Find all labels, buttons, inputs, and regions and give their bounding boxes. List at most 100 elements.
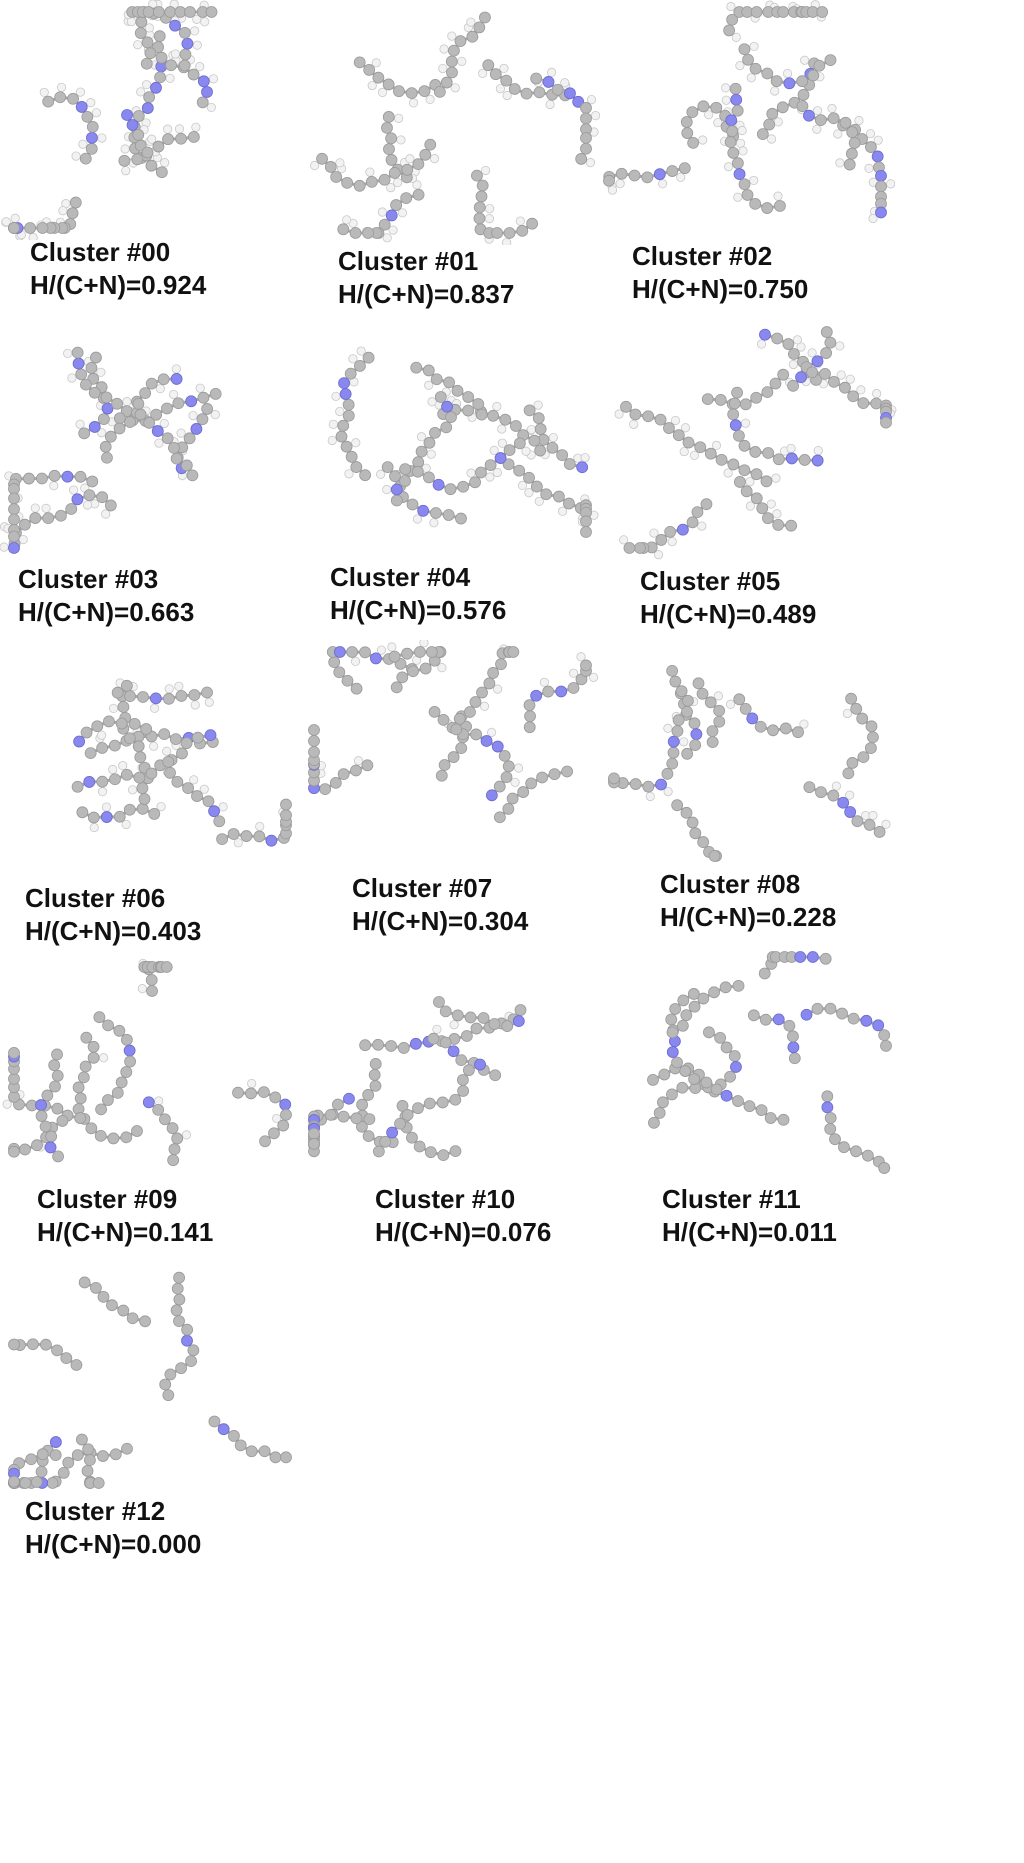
- cluster-07: Cluster #07 H/(C+N)=0.304: [300, 640, 600, 945]
- carbon-atom: [491, 227, 503, 239]
- nitrogen-atom: [787, 1041, 800, 1054]
- carbon-atom: [123, 803, 136, 816]
- hydrogen-atom: [731, 32, 741, 42]
- nitrogen-atom: [783, 77, 796, 90]
- carbon-atom: [354, 360, 366, 372]
- hydrogen-atom: [447, 31, 457, 41]
- carbon-atom: [117, 701, 130, 713]
- carbon-atom: [672, 714, 685, 727]
- hydrogen-atom: [812, 124, 822, 134]
- carbon-atom: [847, 1012, 860, 1025]
- hydrogen-atom: [353, 756, 364, 766]
- nitrogen-atom: [746, 712, 759, 725]
- carbon-atom: [77, 1071, 90, 1084]
- hydrogen-atom: [97, 428, 107, 438]
- carbon-atom: [372, 1145, 385, 1158]
- hydrogen-atom: [133, 40, 143, 50]
- carbon-atom: [449, 1093, 462, 1106]
- carbon-atom: [701, 393, 714, 406]
- carbon-atom: [168, 441, 180, 454]
- carbon-atom: [78, 1276, 91, 1289]
- hydrogen-atom: [749, 175, 759, 186]
- hydrogen-atom: [711, 440, 722, 450]
- carbon-atom: [46, 1477, 59, 1489]
- nitrogen-atom: [875, 206, 887, 219]
- carbon-atom: [92, 1477, 105, 1489]
- carbon-atom: [499, 413, 512, 426]
- carbon-atom: [93, 1011, 106, 1024]
- carbon-atom: [742, 53, 754, 66]
- carbon-atom: [176, 747, 188, 760]
- hydrogen-atom: [89, 822, 99, 833]
- carbon-atom: [390, 199, 403, 211]
- carbon-atom: [363, 64, 376, 76]
- carbon-atom: [692, 677, 705, 690]
- carbon-atom: [202, 795, 215, 808]
- hydrogen-atom: [163, 124, 173, 134]
- nitrogen-atom: [88, 421, 101, 433]
- carbon-atom: [361, 759, 374, 772]
- carbon-atom: [145, 159, 158, 172]
- carbon-atom: [90, 351, 102, 364]
- carbon-atom: [96, 775, 109, 788]
- carbon-atom: [687, 136, 700, 149]
- carbon-atom: [828, 375, 840, 388]
- carbon-atom: [839, 381, 851, 394]
- carbon-atom: [227, 828, 240, 840]
- nitrogen-atom: [871, 150, 884, 163]
- carbon-atom: [259, 1135, 271, 1148]
- carbon-atom: [689, 827, 702, 840]
- hydrogen-atom: [756, 339, 767, 349]
- carbon-atom: [87, 1040, 100, 1053]
- carbon-atom: [175, 1362, 187, 1375]
- carbon-atom: [777, 1113, 790, 1126]
- carbon-atom: [159, 1378, 172, 1391]
- carbon-atom: [337, 768, 350, 780]
- cluster-name: Cluster #07: [352, 873, 493, 903]
- hydrogen-atom: [725, 699, 736, 709]
- hydrogen-atom: [272, 1113, 282, 1124]
- carbon-atom: [696, 687, 709, 700]
- carbon-atom: [445, 55, 458, 68]
- carbon-atom: [680, 1009, 693, 1022]
- carbon-atom: [846, 757, 859, 769]
- hydrogen-atom: [495, 84, 505, 94]
- hydrogen-atom: [149, 741, 159, 751]
- carbon-atom: [381, 461, 394, 474]
- carbon-atom: [713, 715, 726, 728]
- carbon-atom: [824, 336, 837, 349]
- cluster-caption: Cluster #10 H/(C+N)=0.076: [375, 1183, 551, 1249]
- carbon-atom: [56, 1115, 69, 1127]
- nitrogen-atom: [61, 470, 74, 483]
- carbon-atom: [686, 816, 699, 829]
- carbon-atom: [542, 685, 555, 698]
- carbon-atom: [503, 227, 516, 239]
- carbon-atom: [134, 751, 147, 764]
- hydrogen-atom: [740, 418, 751, 428]
- hydrogen-atom: [745, 477, 755, 487]
- nitrogen-atom: [170, 373, 183, 385]
- carbon-atom: [864, 742, 877, 754]
- nitrogen-atom: [572, 95, 585, 108]
- cluster-11: Cluster #11 H/(C+N)=0.011: [600, 945, 900, 1255]
- hydrogen-atom: [733, 192, 743, 202]
- hydrogen-atom: [721, 95, 731, 105]
- carbon-atom: [561, 765, 574, 778]
- carbon-atom: [350, 1112, 363, 1125]
- carbon-atom: [772, 453, 785, 466]
- carbon-atom: [308, 735, 320, 747]
- hydrogen-atom: [833, 129, 843, 139]
- carbon-atom: [862, 1149, 874, 1162]
- carbon-atom: [470, 728, 482, 741]
- carbon-atom: [123, 732, 136, 745]
- carbon-atom: [107, 1132, 120, 1145]
- carbon-atom: [106, 1299, 118, 1312]
- carbon-atom: [394, 1117, 406, 1130]
- carbon-atom: [120, 1033, 133, 1046]
- hydrogen-atom: [726, 1, 736, 12]
- carbon-atom: [694, 441, 707, 454]
- carbon-atom: [777, 368, 790, 381]
- carbon-atom: [19, 1143, 31, 1156]
- carbon-atom: [138, 793, 151, 805]
